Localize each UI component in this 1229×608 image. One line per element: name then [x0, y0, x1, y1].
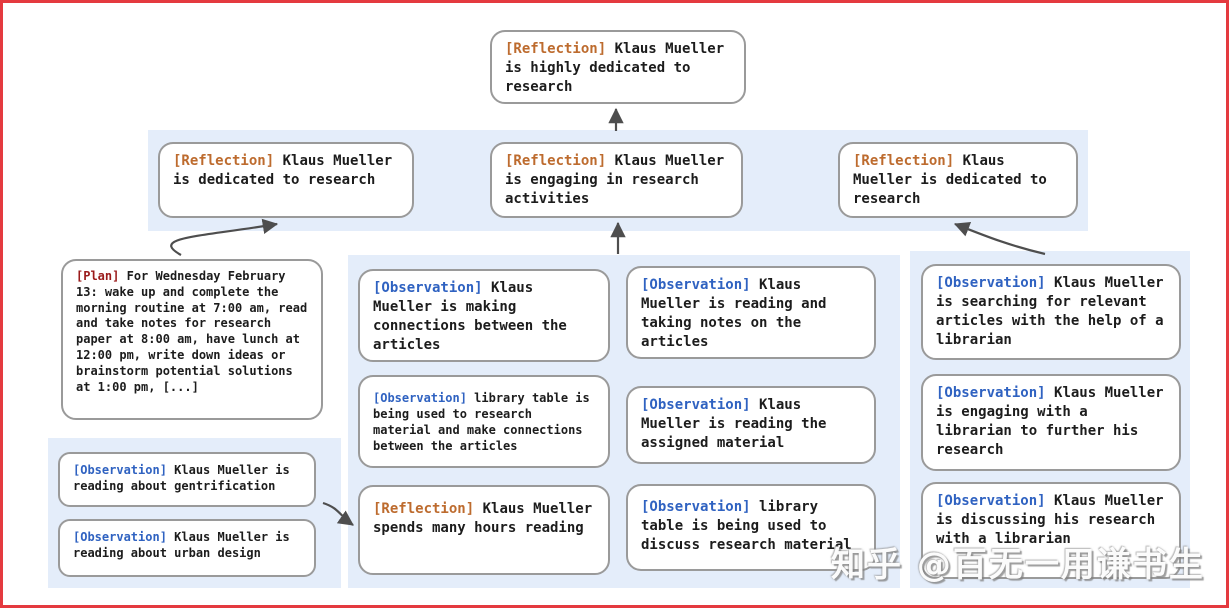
reflection-tag: [Reflection]	[853, 153, 955, 169]
node-text: Klaus Mueller is making connections betw…	[373, 280, 567, 353]
reflection-tag: [Reflection]	[505, 41, 607, 57]
reflection-tag: [Reflection]	[373, 501, 475, 517]
watermark: 知乎 @百无一用谦书生	[831, 545, 1205, 585]
reflection-tag: [Reflection]	[505, 153, 607, 169]
observation-node-right-1: [Observation] Klaus Mueller is searching…	[921, 264, 1181, 360]
node-text: Klaus Mueller is searching for relevant …	[936, 275, 1164, 348]
node-text: Klaus Mueller is reading and taking note…	[641, 277, 827, 350]
observation-tag: [Observation]	[73, 463, 167, 477]
node-text: Klaus Mueller spends many hours reading	[373, 501, 593, 536]
observation-tag: [Observation]	[373, 391, 467, 405]
observation-node-mid-3: [Observation] Klaus Mueller is reading a…	[626, 266, 876, 359]
node-text: Klaus Mueller is dedicated to research	[853, 153, 1047, 207]
observation-node-mid-5: [Observation] library table is being use…	[626, 484, 876, 571]
observation-node-right-3: [Observation] Klaus Mueller is discussin…	[921, 482, 1181, 579]
root-reflection-node: [Reflection] Klaus Mueller is highly ded…	[490, 30, 746, 104]
node-text: library table is being used to discuss r…	[641, 499, 852, 553]
node-text: Klaus Mueller is reading the assigned ma…	[641, 397, 827, 451]
node-text: Klaus Mueller is reading about gentrific…	[73, 463, 290, 493]
observation-tag: [Observation]	[641, 397, 751, 413]
node-text: Klaus Mueller is dedicated to research	[173, 153, 393, 188]
observation-tag: [Observation]	[936, 275, 1046, 291]
node-text: For Wednesday February 13: wake up and c…	[76, 269, 308, 394]
observation-tag: [Observation]	[73, 530, 167, 544]
reflection-node-3: [Reflection] Klaus Mueller is dedicated …	[838, 142, 1078, 218]
observation-node-mid-1: [Observation] Klaus Mueller is making co…	[358, 269, 610, 362]
observation-node-mid-4: [Observation] Klaus Mueller is reading t…	[626, 386, 876, 464]
plan-node: [Plan] For Wednesday February 13: wake u…	[61, 259, 323, 420]
node-text: Klaus Mueller is engaging with a librari…	[936, 385, 1164, 458]
reflection-tag: [Reflection]	[173, 153, 275, 169]
reflection-node-1: [Reflection] Klaus Mueller is dedicated …	[158, 142, 414, 218]
reflection-node-2: [Reflection] Klaus Mueller is engaging i…	[490, 142, 743, 218]
observation-node-left-2: [Observation] Klaus Mueller is reading a…	[58, 519, 316, 577]
reflection-node-mid: [Reflection] Klaus Mueller spends many h…	[358, 485, 610, 575]
observation-node-left-1: [Observation] Klaus Mueller is reading a…	[58, 452, 316, 507]
observation-tag: [Observation]	[641, 499, 751, 515]
observation-tag: [Observation]	[936, 385, 1046, 401]
node-text: Klaus Mueller is reading about urban des…	[73, 530, 290, 560]
observation-tag: [Observation]	[936, 493, 1046, 509]
observation-tag: [Observation]	[373, 280, 483, 296]
observation-tag: [Observation]	[641, 277, 751, 293]
node-text: Klaus Mueller is engaging in research ac…	[505, 153, 725, 207]
observation-node-right-2: [Observation] Klaus Mueller is engaging …	[921, 374, 1181, 471]
node-text: Klaus Mueller is discussing his research…	[936, 493, 1164, 547]
node-text: Klaus Mueller is highly dedicated to res…	[505, 41, 725, 95]
plan-tag: [Plan]	[76, 269, 120, 283]
node-text: library table is being used to research …	[373, 391, 590, 453]
observation-node-mid-2: [Observation] library table is being use…	[358, 375, 610, 468]
